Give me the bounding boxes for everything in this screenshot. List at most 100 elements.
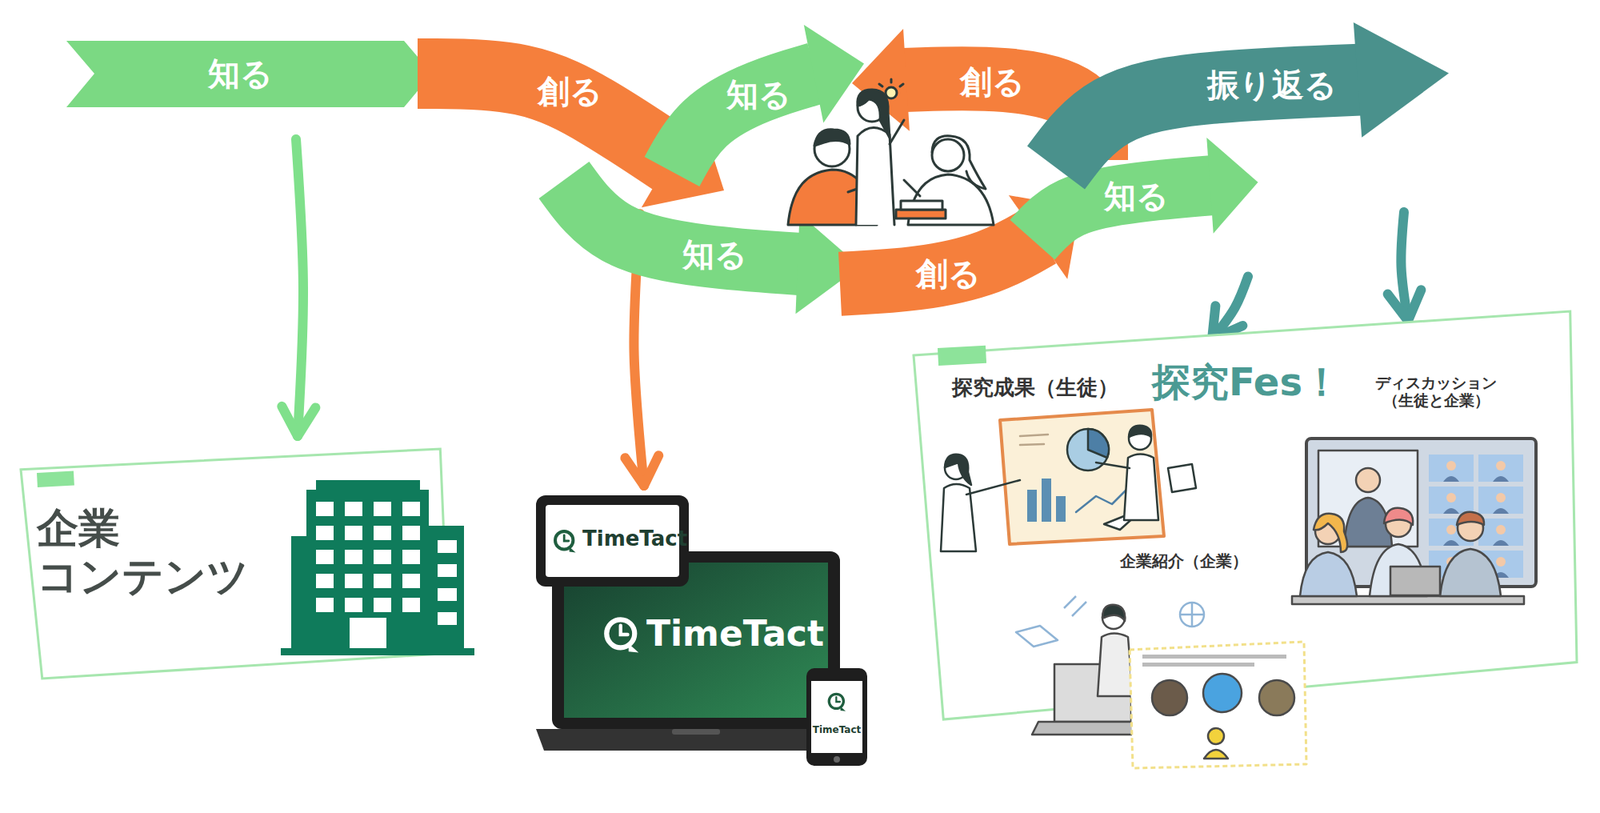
company-intro-illustration-part bbox=[1102, 604, 1125, 621]
presentation-illustration bbox=[940, 409, 1196, 552]
arrow-head bbox=[624, 455, 659, 486]
timetact-icon-part bbox=[555, 531, 576, 552]
team-illustration-part bbox=[857, 92, 887, 122]
down-arrow bbox=[1212, 276, 1248, 340]
company-building-part bbox=[316, 480, 420, 492]
meeting-illustration-part bbox=[1390, 566, 1440, 596]
meeting-illustration-part bbox=[1306, 438, 1536, 587]
team-illustration-part bbox=[932, 139, 964, 172]
meeting-illustration-part bbox=[1385, 511, 1412, 537]
flow-label: 知る bbox=[208, 55, 273, 92]
presentation-illustration-part bbox=[944, 456, 968, 480]
node-outline bbox=[806, 668, 868, 766]
tablet-device: TimeTact bbox=[536, 495, 689, 587]
company-intro-illustration-part bbox=[1208, 728, 1224, 744]
team-illustration-part bbox=[904, 180, 920, 196]
team-illustration-part bbox=[788, 169, 877, 225]
flow-band: 知る bbox=[1002, 137, 1259, 270]
presentation-illustration-part bbox=[1000, 409, 1164, 544]
presentation-illustration-part bbox=[1076, 480, 1136, 512]
presentation-illustration-part bbox=[1056, 496, 1066, 522]
company-building-part bbox=[349, 617, 387, 653]
presentation-illustration-part bbox=[1096, 462, 1130, 468]
text-holder: 知る bbox=[726, 76, 792, 113]
flow-label: 知る bbox=[682, 236, 748, 273]
timetact-icon-part bbox=[828, 693, 846, 711]
text-holder: 知る bbox=[1104, 177, 1169, 215]
meeting-illustration-part bbox=[1313, 513, 1348, 552]
timetact-icon bbox=[555, 531, 846, 712]
text-holder: 創る bbox=[960, 63, 1025, 100]
team-illustration bbox=[788, 79, 994, 225]
text-holder: 振り返る bbox=[1207, 66, 1337, 104]
company-building-part bbox=[291, 536, 307, 653]
team-illustration-part bbox=[879, 79, 904, 87]
text-holder: 創る bbox=[916, 255, 981, 292]
meeting-illustration-part bbox=[1440, 548, 1501, 596]
band-head bbox=[804, 24, 864, 123]
node-text: 企業紹介（企業） bbox=[1120, 552, 1248, 571]
node-outline bbox=[532, 148, 860, 314]
company-intro-illustration-part bbox=[1064, 596, 1087, 616]
text-holder: 探究成果（生徒） bbox=[952, 376, 1119, 400]
arrow-shaft bbox=[1400, 212, 1408, 321]
text-holder: 企業紹介（企業） bbox=[1120, 552, 1248, 571]
company-building bbox=[280, 480, 475, 656]
meeting-illustration bbox=[1292, 438, 1536, 604]
company-intro-illustration-part bbox=[1203, 673, 1242, 712]
team-illustration-part bbox=[900, 200, 943, 210]
phone-screen bbox=[811, 680, 863, 753]
meeting-illustration-part bbox=[1315, 518, 1341, 544]
band-shape bbox=[1056, 22, 1449, 168]
meeting-illustration-part bbox=[1344, 497, 1392, 547]
arrow-shaft bbox=[1212, 276, 1248, 340]
company-intro-illustration-part bbox=[1152, 680, 1188, 716]
band-body bbox=[417, 73, 672, 160]
presentation-illustration-part bbox=[1041, 478, 1052, 522]
flow-label: 創る bbox=[537, 72, 603, 110]
timetact-icon-part bbox=[606, 619, 639, 652]
presentation-illustration-part bbox=[1128, 427, 1152, 450]
presentation-illustration-part bbox=[1020, 434, 1048, 436]
flow-label: 創る bbox=[960, 63, 1025, 100]
team-illustration-part bbox=[932, 136, 986, 189]
tablet-body bbox=[536, 495, 689, 587]
flow-label: 知る bbox=[726, 76, 792, 113]
node-outline bbox=[640, 24, 864, 204]
meeting-illustration-part bbox=[1427, 452, 1527, 581]
band-shape bbox=[672, 24, 864, 172]
presentation-illustration-part bbox=[1104, 508, 1144, 530]
band-shape bbox=[564, 180, 860, 314]
band-head bbox=[852, 28, 910, 132]
presentation-illustration-part bbox=[966, 480, 1020, 495]
node-text: TimeTact bbox=[812, 724, 862, 736]
presentation-illustration-part bbox=[1128, 425, 1152, 437]
band-body bbox=[672, 73, 816, 172]
company-intro-illustration-part bbox=[1129, 641, 1307, 768]
node-text: TimeTact bbox=[646, 613, 824, 655]
company-intro-illustration-part bbox=[1180, 602, 1204, 627]
flow-label: 知る bbox=[1104, 177, 1169, 215]
team-illustration-part bbox=[814, 131, 850, 167]
down-arrow bbox=[281, 139, 316, 436]
down-arrow bbox=[1388, 212, 1422, 321]
flow-label: 創る bbox=[916, 255, 981, 292]
band-head bbox=[1206, 137, 1258, 234]
company-intro-illustration-part bbox=[1097, 633, 1133, 697]
phone-device: TimeTact bbox=[806, 668, 868, 766]
team-illustration-part bbox=[814, 129, 850, 146]
panel-tab bbox=[36, 471, 75, 488]
company-building-part bbox=[312, 497, 428, 618]
node-text: ディスカッション （生徒と企業） bbox=[1356, 374, 1516, 410]
presentation-illustration-part bbox=[1020, 444, 1044, 445]
team-illustration-part bbox=[885, 87, 897, 99]
team-illustration-part bbox=[908, 174, 994, 225]
meeting-illustration-part bbox=[1384, 508, 1413, 525]
team-illustration-part bbox=[857, 89, 890, 138]
presentation-illustration-part bbox=[944, 454, 972, 485]
presentation-illustration-part bbox=[1027, 489, 1037, 522]
meeting-illustration-part bbox=[1369, 544, 1428, 596]
